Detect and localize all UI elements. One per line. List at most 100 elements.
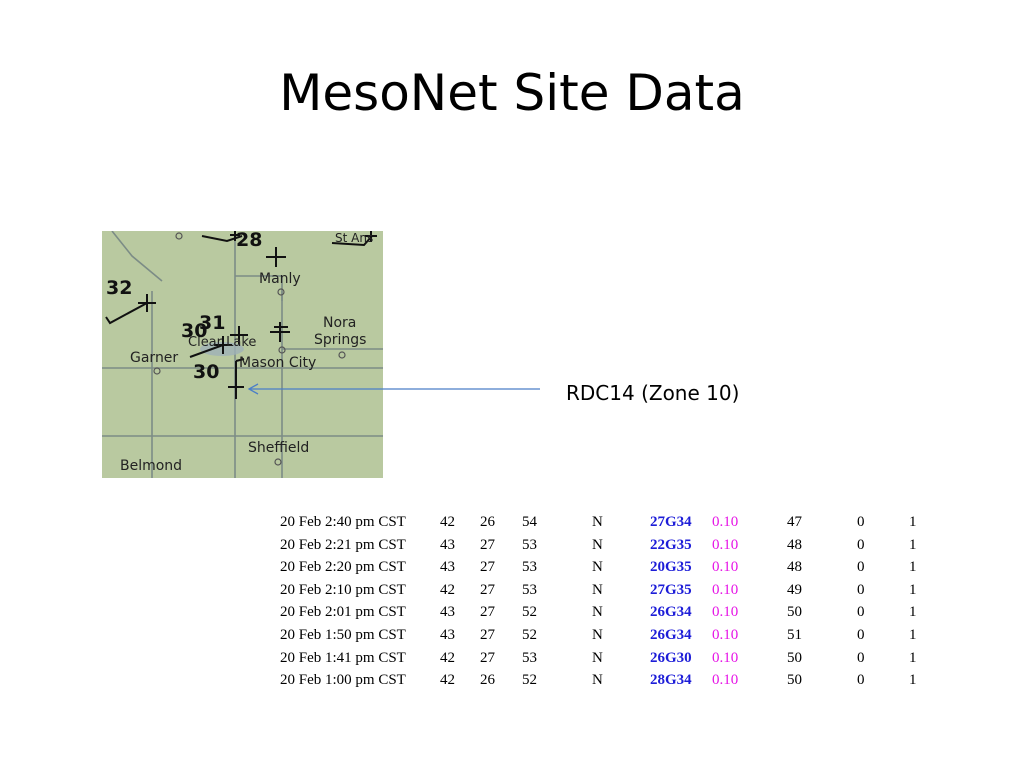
cell-flag-a: 0 [857, 604, 865, 621]
cell-humidity: 53 [522, 536, 537, 553]
cell-precip: 0.10 [712, 581, 739, 598]
cell-wind-gust: 22G35 [650, 536, 692, 553]
cell-flag-a: 0 [857, 672, 865, 689]
cell-flag-b: 1 [909, 626, 917, 643]
cell-wind-gust: 27G35 [650, 581, 692, 598]
cell-temperature: 42 [440, 514, 455, 530]
map-place-nora: Nora [323, 315, 357, 331]
map-place-mason-city: Mason City [239, 355, 317, 371]
map-place-st-ans: St Ans [335, 231, 374, 245]
cell-value: 50 [787, 604, 802, 621]
cell-wind-gust: 28G34 [650, 672, 692, 689]
cell-humidity: 52 [522, 604, 537, 621]
cell-humidity: 53 [522, 581, 537, 598]
station-value-30-upper: 30 [181, 320, 208, 342]
cell-precip: 0.10 [712, 626, 739, 643]
station-value-32: 32 [106, 277, 133, 299]
table-row: 20 Feb 2:21 pm CST 43 27 53 N 22G35 0.10 48 0 1 [280, 534, 919, 557]
cell-dewpoint: 26 [480, 514, 495, 530]
cell-wind-direction: N [592, 514, 603, 530]
cell-time: 20 Feb 1:00 pm CST [280, 672, 406, 689]
cell-time: 20 Feb 2:10 pm CST [280, 581, 406, 598]
cell-wind-direction: N [592, 626, 603, 643]
cell-time: 20 Feb 1:50 pm CST [280, 626, 406, 643]
map-place-belmond: Belmond [120, 458, 183, 474]
cell-temperature: 43 [440, 604, 455, 621]
cell-wind-direction: N [592, 536, 603, 553]
cell-wind-gust: 27G34 [650, 514, 692, 530]
cell-temperature: 42 [440, 581, 455, 598]
cell-dewpoint: 27 [480, 581, 495, 598]
cell-time: 20 Feb 2:40 pm CST [280, 514, 406, 530]
cell-humidity: 52 [522, 672, 537, 689]
cell-time: 20 Feb 2:01 pm CST [280, 604, 406, 621]
cell-precip: 0.10 [712, 649, 739, 666]
cell-flag-b: 1 [909, 604, 917, 621]
map-place-sheffield: Sheffield [248, 440, 310, 456]
cell-value: 50 [787, 649, 802, 666]
cell-flag-b: 1 [909, 514, 917, 530]
map-place-manly: Manly [259, 271, 301, 287]
cell-flag-b: 1 [909, 559, 917, 576]
map-roads [102, 231, 383, 478]
station-map: Manly Nora Springs Garner Clear Lake Mas… [102, 231, 383, 478]
cell-wind-direction: N [592, 649, 603, 666]
cell-value: 51 [787, 626, 802, 643]
cell-wind-direction: N [592, 559, 603, 576]
cell-wind-gust: 26G30 [650, 649, 692, 666]
station-callout-label: RDC14 (Zone 10) [566, 381, 740, 405]
cell-dewpoint: 27 [480, 604, 495, 621]
cell-flag-a: 0 [857, 626, 865, 643]
cell-value: 48 [787, 536, 802, 553]
cell-humidity: 54 [522, 514, 537, 530]
cell-flag-a: 0 [857, 649, 865, 666]
cell-time: 20 Feb 2:20 pm CST [280, 559, 406, 576]
cell-precip: 0.10 [712, 604, 739, 621]
cell-wind-gust: 20G35 [650, 559, 692, 576]
cell-temperature: 43 [440, 626, 455, 643]
cell-value: 48 [787, 559, 802, 576]
cell-flag-b: 1 [909, 649, 917, 666]
cell-humidity: 52 [522, 626, 537, 643]
cell-humidity: 53 [522, 559, 537, 576]
cell-flag-a: 0 [857, 514, 865, 530]
cell-flag-a: 0 [857, 581, 865, 598]
cell-dewpoint: 26 [480, 672, 495, 689]
map-place-springs: Springs [314, 332, 367, 348]
cell-value: 50 [787, 672, 802, 689]
table-row: 20 Feb 2:40 pm CST 42 26 54 N 27G34 0.10 47 0 1 [280, 511, 919, 534]
cell-wind-direction: N [592, 672, 603, 689]
cell-flag-b: 1 [909, 672, 917, 689]
cell-flag-a: 0 [857, 559, 865, 576]
cell-precip: 0.10 [712, 672, 739, 689]
cell-precip: 0.10 [712, 514, 739, 530]
map-place-garner: Garner [130, 350, 179, 366]
cell-value: 49 [787, 581, 802, 598]
cell-wind-gust: 26G34 [650, 626, 692, 643]
cell-value: 47 [787, 514, 802, 530]
cell-wind-direction: N [592, 581, 603, 598]
table-row: 20 Feb 1:50 pm CST 43 27 52 N 26G34 0.10 51 0 1 [280, 624, 919, 647]
cell-precip: 0.10 [712, 559, 739, 576]
station-value-30-lower: 30 [193, 361, 220, 383]
cell-time: 20 Feb 2:21 pm CST [280, 536, 406, 553]
cell-flag-b: 1 [909, 536, 917, 553]
cell-dewpoint: 27 [480, 626, 495, 643]
cell-dewpoint: 27 [480, 559, 495, 576]
cell-flag-a: 0 [857, 536, 865, 553]
cell-temperature: 42 [440, 649, 455, 666]
table-row: 20 Feb 2:10 pm CST 42 27 53 N 27G35 0.10 49 0 1 [280, 579, 919, 602]
cell-flag-b: 1 [909, 581, 917, 598]
cell-temperature: 43 [440, 536, 455, 553]
cell-humidity: 53 [522, 649, 537, 666]
station-value-28: 28 [236, 231, 263, 251]
cell-dewpoint: 27 [480, 536, 495, 553]
cell-dewpoint: 27 [480, 649, 495, 666]
cell-wind-direction: N [592, 604, 603, 621]
cell-precip: 0.10 [712, 536, 739, 553]
